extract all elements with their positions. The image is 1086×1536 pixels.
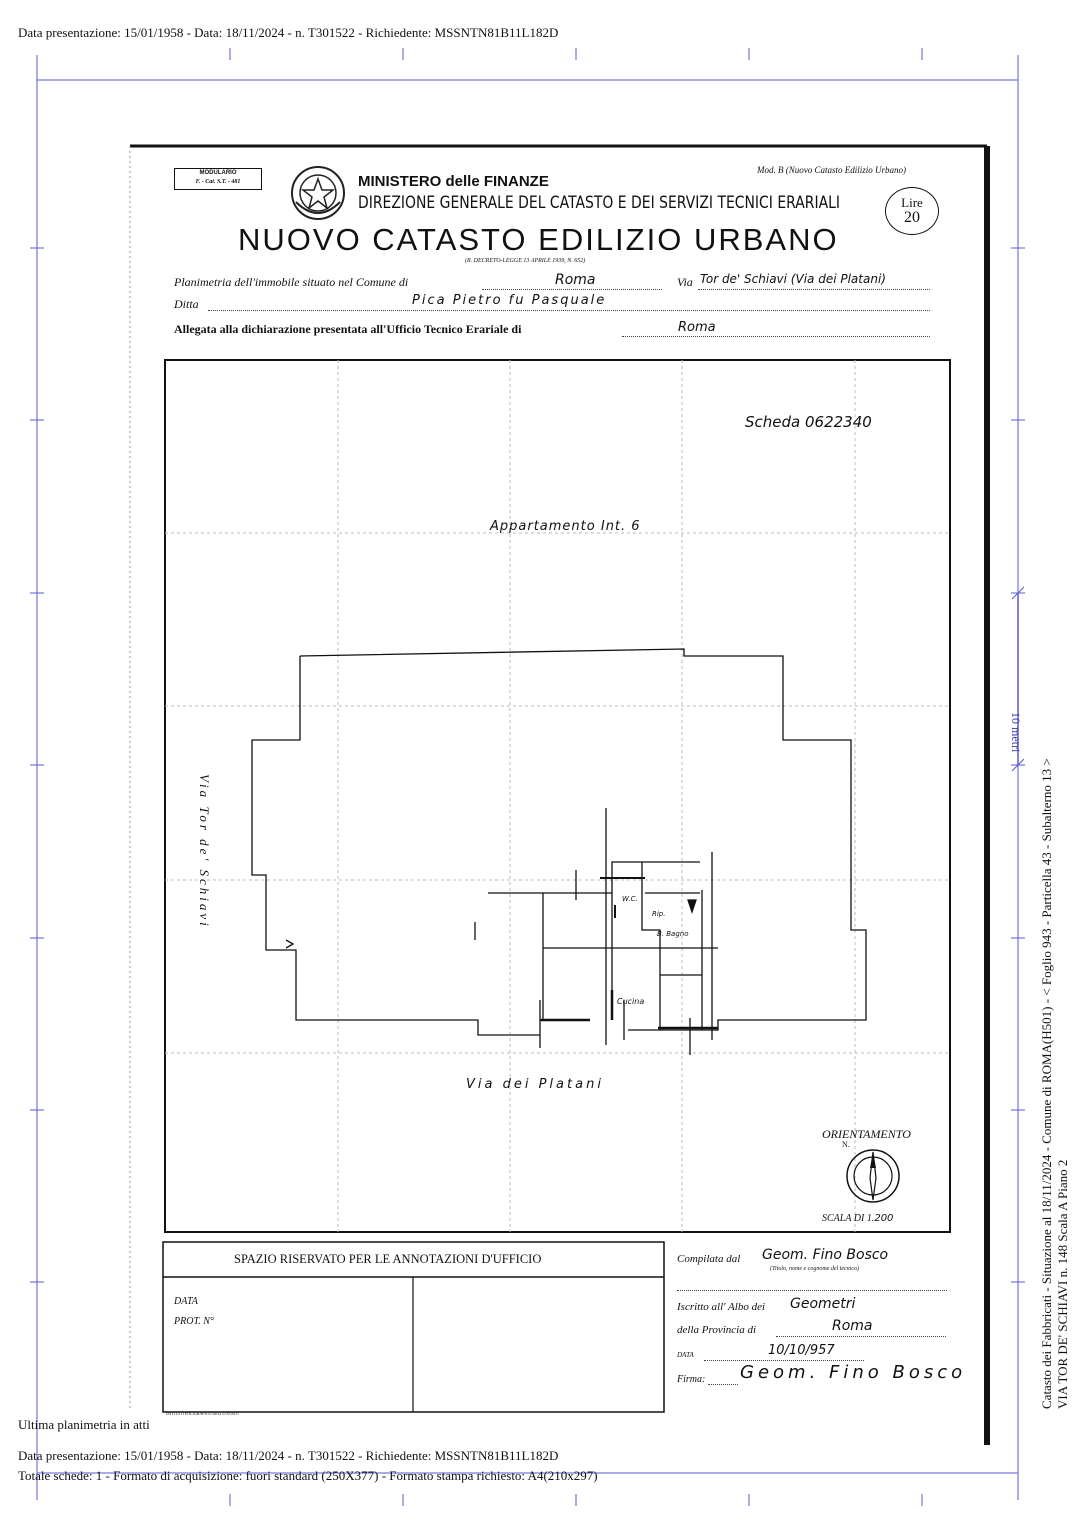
north-label: N. [842,1140,850,1149]
modulario-label: MODULARIO [199,170,237,176]
data-value: 10/10/957 [768,1343,835,1358]
allegata-line [622,336,930,337]
firma-label: Firma: [677,1374,706,1385]
via-line [698,289,930,290]
header-info: Data presentazione: 15/01/1958 - Data: 1… [18,25,559,40]
planimetria-label: Planimetria dell'immobile situato nel Co… [174,275,409,289]
scala-value: 200 [874,1213,894,1224]
lire-value: 20 [904,209,920,226]
room-cucina: Cucina [617,997,645,1006]
room-wc: W.C. [622,895,638,903]
orientamento-label: ORIENTAMENTO [822,1127,911,1141]
comune-line [482,289,662,290]
compilata-label: Compilata dal [677,1253,741,1265]
ultima-planimetria: Ultima planimetria in atti [18,1417,150,1432]
data-line [704,1360,864,1361]
direzione-title: DIREZIONE GENERALE DEL CATASTO E DEI SER… [358,193,841,213]
spazio-label: SPAZIO RISERVATO PER LE ANNOTAZIONI D'UF… [234,1252,542,1266]
prot-label: PROT. N° [174,1316,214,1327]
mod-b-label: Mod. B (Nuovo Catasto Edilizio Urbano) [757,165,906,175]
compilata-line [677,1290,947,1291]
street-bottom: Via dei Platani [466,1077,604,1092]
allegata-label: Allegata alla dichiarazione presentata a… [174,322,522,336]
side-info-2: VIA TOR DE' SCHIAVI n. 148 Scala A Piano… [1055,1159,1070,1409]
via-label: Via [677,275,693,289]
via-value: Tor de' Schiavi (Via dei Platani) [700,272,886,286]
iscritto-value: Geometri [790,1296,856,1312]
data-label-2: DATA [677,1351,694,1359]
compilata-value: Geom. Fino Bosco [762,1247,889,1263]
compilata-hint: (Titolo, nome e cognome del tecnico) [770,1266,859,1272]
lire-label: Lire [901,195,923,210]
lire-stamp: Lire 20 [885,187,939,235]
ditta-value: Pica Pietro fu Pasquale [412,293,607,308]
ditta-line [208,310,930,311]
scala-row: SCALA DI 1.200 [822,1213,893,1224]
firma-signature: Geom. Fino Bosco [740,1362,967,1383]
footer-line-1: Data presentazione: 15/01/1958 - Data: 1… [18,1448,559,1463]
compass-icon [846,1149,900,1203]
room-rip: Rip. [652,910,666,918]
istituto-label: ISTITUTO POLIGRAFICO DELLO STATO [166,1411,239,1416]
data-label: DATA [174,1296,198,1307]
decreto-label: (R. DECRETO-LEGGE 13 APRILE 1939, N. 652… [465,258,586,264]
main-title: NUOVO CATASTO EDILIZIO URBANO [238,222,839,257]
emblem-icon [291,166,345,220]
footer-line-2: Totale schede: 1 - Formato di acquisizio… [18,1468,598,1483]
scale-bar-label: 10 metri [1009,712,1023,753]
modulario-code: F. - Cat. S.T. - 481 [195,179,241,185]
allegata-value: Roma [678,320,716,335]
appartamento-label: Appartamento Int. 6 [490,519,641,534]
room-bagno: B. Bagno [657,930,689,938]
comune-value: Roma [555,272,596,288]
provincia-line [776,1336,946,1337]
provincia-label: della Provincia di [677,1324,757,1336]
scheda-number: Scheda 0622340 [745,413,872,431]
provincia-value: Roma [832,1318,873,1334]
scala-label: SCALA DI 1. [822,1213,875,1224]
modulario-box: MODULARIO F. - Cat. S.T. - 481 [174,168,262,190]
iscritto-label: Iscritto all' Albo dei [677,1301,766,1313]
side-info-1: Catasto dei Fabbricati - Situazione al 1… [1039,758,1054,1409]
firma-line [708,1384,738,1385]
ditta-label: Ditta [174,297,199,311]
ministero-title: MINISTERO delle FINANZE [358,173,549,190]
